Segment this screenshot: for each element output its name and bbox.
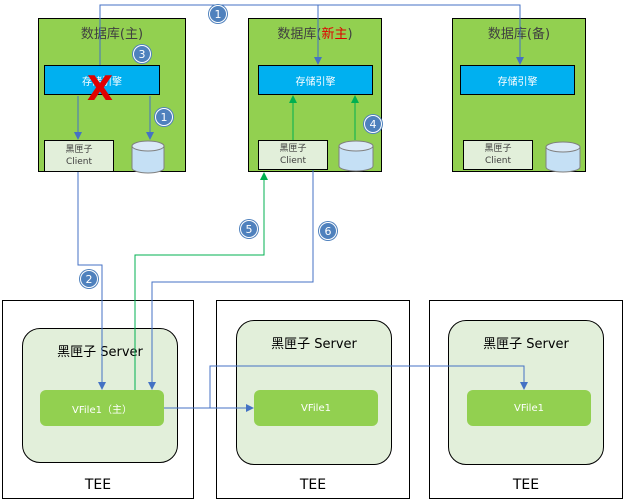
vfile-3: VFile1 — [467, 390, 591, 426]
database-title: 数据库(新主) — [277, 27, 353, 42]
step-badge-3: 3 — [133, 45, 151, 63]
storage-engine-standby: 存储引擎 — [460, 65, 575, 95]
step-badge-2: 2 — [80, 270, 98, 288]
step-badge-1: 1 — [209, 5, 227, 23]
step-badge-6: 6 — [319, 222, 337, 240]
vfile-primary: VFile1（主） — [40, 390, 164, 426]
server-title: 黑匣子 Server — [483, 337, 569, 352]
storage-engine-primary: 存储引擎 — [44, 65, 160, 95]
tee-label: TEE — [299, 477, 327, 493]
tee-label: TEE — [512, 477, 540, 493]
database-title: 数据库(备) — [487, 27, 551, 42]
step-badge-1b: 1 — [155, 108, 173, 126]
failure-x-icon: X — [87, 69, 113, 109]
vfile-2: VFile1 — [254, 390, 378, 426]
arrow-broadcast — [99, 4, 524, 65]
storage-engine-new-primary: 存储引擎 — [258, 65, 373, 95]
arrow-replicate-to-tee3 — [209, 365, 528, 408]
disk-icon-primary — [131, 140, 165, 174]
step-badge-5: 5 — [240, 220, 258, 238]
tee-label: TEE — [84, 477, 112, 493]
arrow-client-to-vfile — [77, 172, 106, 390]
arrow-vfile-to-new-client — [134, 172, 268, 390]
step-badge-4: 4 — [364, 115, 382, 133]
disk-icon-standby — [545, 141, 581, 173]
server-title: 黑匣子 Server — [57, 345, 143, 360]
arrow-new-client-to-vfile — [148, 170, 314, 390]
server-title: 黑匣子 Server — [271, 337, 357, 352]
disk-icon-new-primary — [338, 140, 374, 172]
